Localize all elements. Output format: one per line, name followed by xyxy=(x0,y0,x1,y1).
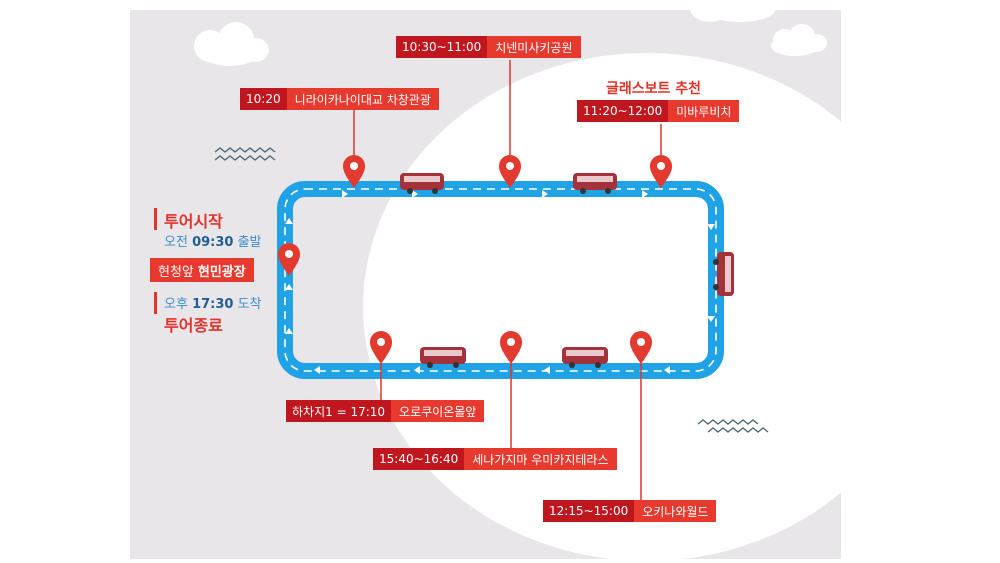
start-place-box: 현청앞 현민광장 xyxy=(150,258,254,282)
stop-place: 미바루비치 xyxy=(668,100,740,122)
bus-icon xyxy=(420,347,466,368)
bus-icon xyxy=(713,252,734,296)
map-pin-icon xyxy=(499,155,521,188)
stop-time: 15:40~16:40 xyxy=(373,448,465,470)
end-tick xyxy=(154,292,157,314)
stop-place: 치넨미사키공원 xyxy=(487,36,581,58)
stop-time: 11:20~12:00 xyxy=(577,100,669,122)
map-pin-icon xyxy=(630,331,652,364)
tour-start-title: 투어시작 xyxy=(164,212,223,231)
stop-label-top-center: 10:30~11:00 치넨미사키공원 xyxy=(396,36,581,58)
route-diagram xyxy=(194,10,827,502)
bus-icon xyxy=(573,173,617,194)
cloud-icon-top-right xyxy=(771,24,827,56)
stop-label-bottom-center: 15:40~16:40 세나가지마 우미카지테라스 xyxy=(373,448,617,470)
map-pin-icon xyxy=(500,331,522,364)
start-prefix: 오전 xyxy=(164,235,188,250)
stop-time: 10:30~11:00 xyxy=(396,36,488,58)
arrow-icon xyxy=(542,190,548,198)
stop-place: 오키나와월드 xyxy=(634,500,717,522)
stop-label-top-left: 10:20 니라이카나이대교 차창관광 xyxy=(240,88,439,110)
background-circle xyxy=(363,53,841,559)
start-suffix: 출발 xyxy=(237,235,262,250)
arrow-icon xyxy=(414,366,420,374)
stop-label-top-right: 11:20~12:00 미바루비치 xyxy=(577,100,740,122)
start-place: 현민광장 xyxy=(197,264,246,280)
stop-time: 12:15~15:00 xyxy=(543,500,635,522)
stop-place: 오로쿠이온몰앞 xyxy=(391,400,485,422)
arrow-icon xyxy=(664,366,670,374)
arrow-icon xyxy=(285,328,293,334)
arrow-icon xyxy=(707,316,715,322)
map-pin-icon xyxy=(370,331,392,364)
arrow-icon xyxy=(285,284,293,290)
map-pin-icon xyxy=(343,155,365,188)
end-time: 17:30 xyxy=(192,297,234,312)
end-prefix: 오후 xyxy=(164,297,188,312)
stop-place: 세나가지마 우미카지테라스 xyxy=(464,448,617,470)
bus-icon xyxy=(562,347,608,368)
stop-label-bottom-left: 하차지1 = 17:10 오로쿠이온몰앞 xyxy=(286,400,485,422)
tour-end-title: 투어종료 xyxy=(164,316,223,335)
start-tick xyxy=(154,208,157,230)
tour-end-time: 오후 17:30 도착 xyxy=(164,293,262,312)
arrow-icon xyxy=(707,224,715,230)
arrow-icon xyxy=(642,190,648,198)
arrow-icon xyxy=(412,190,418,198)
wave-icon-right xyxy=(697,419,769,433)
route-lane-markings xyxy=(284,188,717,372)
cloud-icon-top-edge xyxy=(690,10,775,22)
stop-time: 10:20 xyxy=(240,88,287,110)
wave-icon-left xyxy=(214,147,276,161)
route-map-panel: 10:20 니라이카나이대교 차창관광 10:30~11:00 치넨미사키공원 … xyxy=(130,10,841,559)
cloud-icon-top-left xyxy=(194,22,269,66)
end-suffix: 도착 xyxy=(237,297,262,312)
arrow-icon xyxy=(342,190,348,198)
stop-dropoff: 하차지1 = 17:10 xyxy=(286,400,392,422)
start-time: 09:30 xyxy=(192,235,234,250)
direction-arrows xyxy=(285,190,715,374)
arrow-icon xyxy=(285,218,293,224)
tour-start-time: 오전 09:30 출발 xyxy=(164,231,262,250)
stop-label-bottom-right: 12:15~15:00 오키나와월드 xyxy=(543,500,717,522)
start-place-prefix: 현청앞 xyxy=(158,264,194,280)
arrow-icon xyxy=(544,366,550,374)
stop-place: 니라이카나이대교 차창관광 xyxy=(286,88,439,110)
recommend-note: 글래스보트 추천 xyxy=(606,81,702,97)
bus-icon xyxy=(400,173,444,194)
map-pin-icon xyxy=(278,243,300,276)
map-pin-icon xyxy=(650,155,672,188)
arrow-icon xyxy=(314,366,320,374)
